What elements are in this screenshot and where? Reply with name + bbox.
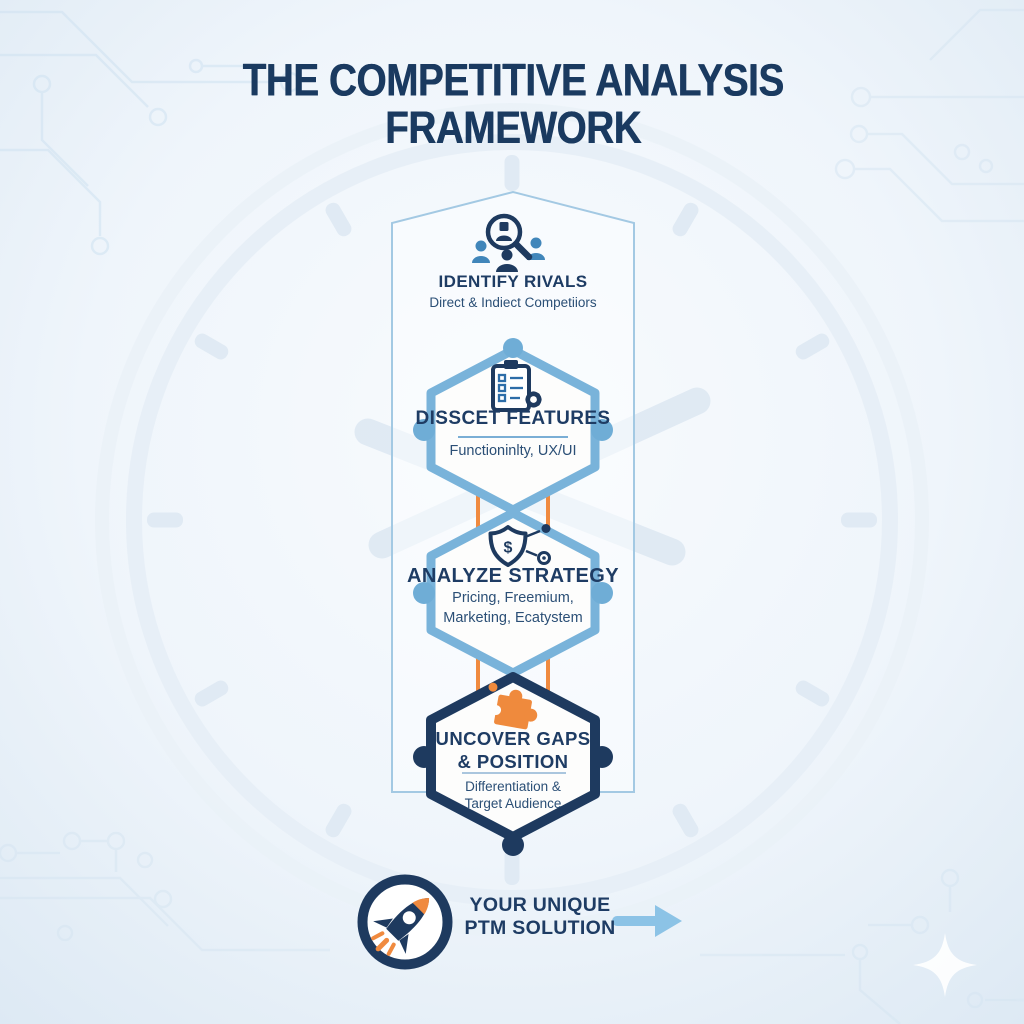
step4-title-line1: UNCOVER GAPS — [435, 728, 591, 749]
svg-text:$: $ — [504, 540, 513, 557]
page-title: THE COMPETITIVE ANALYSIS FRAMEWORK — [242, 55, 784, 154]
circuit-pattern-top-right — [834, 8, 1024, 223]
footer-label-line2: PTM SOLUTION — [464, 917, 616, 939]
step4-title-line2: & POSITION — [457, 751, 569, 772]
step1-subtitle: Direct & Indiect Competiiors — [429, 295, 597, 310]
rocket-icon — [357, 874, 453, 970]
step4-subtitle: Differentiation & Target Audience — [465, 778, 562, 812]
circuit-pattern-top-left — [0, 10, 301, 256]
step3-subtitle: Pricing, Freemium, Marketing, Ecatystem — [443, 588, 582, 628]
clock-tick-marks — [147, 155, 877, 885]
step2-title: DISSCET FEATURES — [415, 408, 611, 429]
page-title-line1: THE COMPETITIVE ANALYSIS — [242, 55, 784, 107]
puzzle-piece-icon — [488, 682, 538, 730]
footer-label: YOUR UNIQUE PTM SOLUTION — [465, 894, 616, 940]
navy-node-dots — [413, 746, 613, 856]
step4-subtitle-line2: Target Audience — [464, 796, 562, 811]
circuit-pattern-bottom-right — [700, 868, 1024, 1024]
step3-subtitle-line2: Marketing, Ecatystem — [443, 610, 583, 626]
step3-title: ANALYZE STRATEGY — [407, 565, 619, 587]
step4-title: UNCOVER GAPS & POSITION — [436, 727, 591, 773]
step4-subtitle-line1: Differentiation & — [465, 779, 561, 794]
step2-subtitle: Functioninlty, UX/UI — [449, 443, 577, 459]
footer-label-line1: YOUR UNIQUE — [469, 894, 611, 916]
page-title-line2: FRAMEWORK — [384, 102, 642, 154]
shield-dollar-icon: $ — [488, 524, 551, 567]
circuit-pattern-bottom-left — [0, 831, 330, 952]
light-blue-node-dots — [413, 338, 613, 604]
step3-subtitle-line1: Pricing, Freemium, — [452, 590, 574, 606]
step1-title: IDENTIFY RIVALS — [438, 272, 588, 291]
right-arrow-icon — [612, 905, 682, 937]
magnifier-people-icon — [472, 213, 545, 272]
sparkle-icon — [913, 933, 977, 997]
background-clock-ring — [95, 103, 929, 937]
clipboard-gear-icon — [491, 360, 542, 412]
